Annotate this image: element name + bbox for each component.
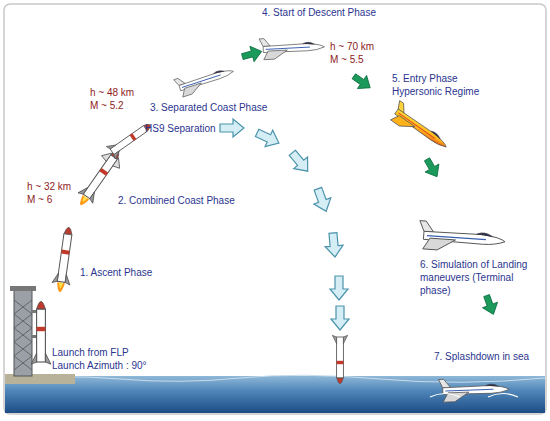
splashdown-spaceplane xyxy=(439,377,510,402)
splash xyxy=(430,394,518,398)
phase-label: 5. Entry Phase Hypersonic Regime xyxy=(392,72,492,98)
wave xyxy=(5,375,545,382)
event-label: HS9 Separation xyxy=(145,122,216,135)
phase-label: 1. Ascent Phase xyxy=(80,266,152,279)
altitude-label: h ~ 32 km xyxy=(27,180,71,193)
launch-label: Launch Azimuth : 90° xyxy=(52,359,147,372)
launch-label: Launch from FLP xyxy=(52,346,129,359)
altitude-label: h ~ 70 km xyxy=(330,40,374,53)
entry-spaceplane xyxy=(388,101,453,155)
mach-label: M ~ 6 xyxy=(27,193,52,206)
mach-label: M ~ 5.5 xyxy=(330,53,364,66)
phase-label: 2. Combined Coast Phase xyxy=(118,194,235,207)
frame xyxy=(4,4,546,414)
separated-spaceplane xyxy=(174,61,236,98)
phase-label: 6. Simulation of Landing maneuvers (Term… xyxy=(420,258,544,297)
rocket-on-pad xyxy=(31,302,51,365)
altitude-label: h ~ 48 km xyxy=(90,86,134,99)
falling-booster xyxy=(332,335,347,383)
phase-label: 4. Start of Descent Phase xyxy=(262,6,376,19)
phase-label: 3. Separated Coast Phase xyxy=(150,101,267,114)
sea xyxy=(5,376,545,413)
mach-label: M ~ 5.2 xyxy=(90,99,124,112)
booster-trajectory-arrows xyxy=(220,119,349,330)
landing-spaceplane xyxy=(418,221,506,255)
descent-spaceplane xyxy=(259,36,325,60)
ascending-rocket xyxy=(51,226,78,293)
phase-label: 7. Splashdown in sea xyxy=(434,350,529,363)
